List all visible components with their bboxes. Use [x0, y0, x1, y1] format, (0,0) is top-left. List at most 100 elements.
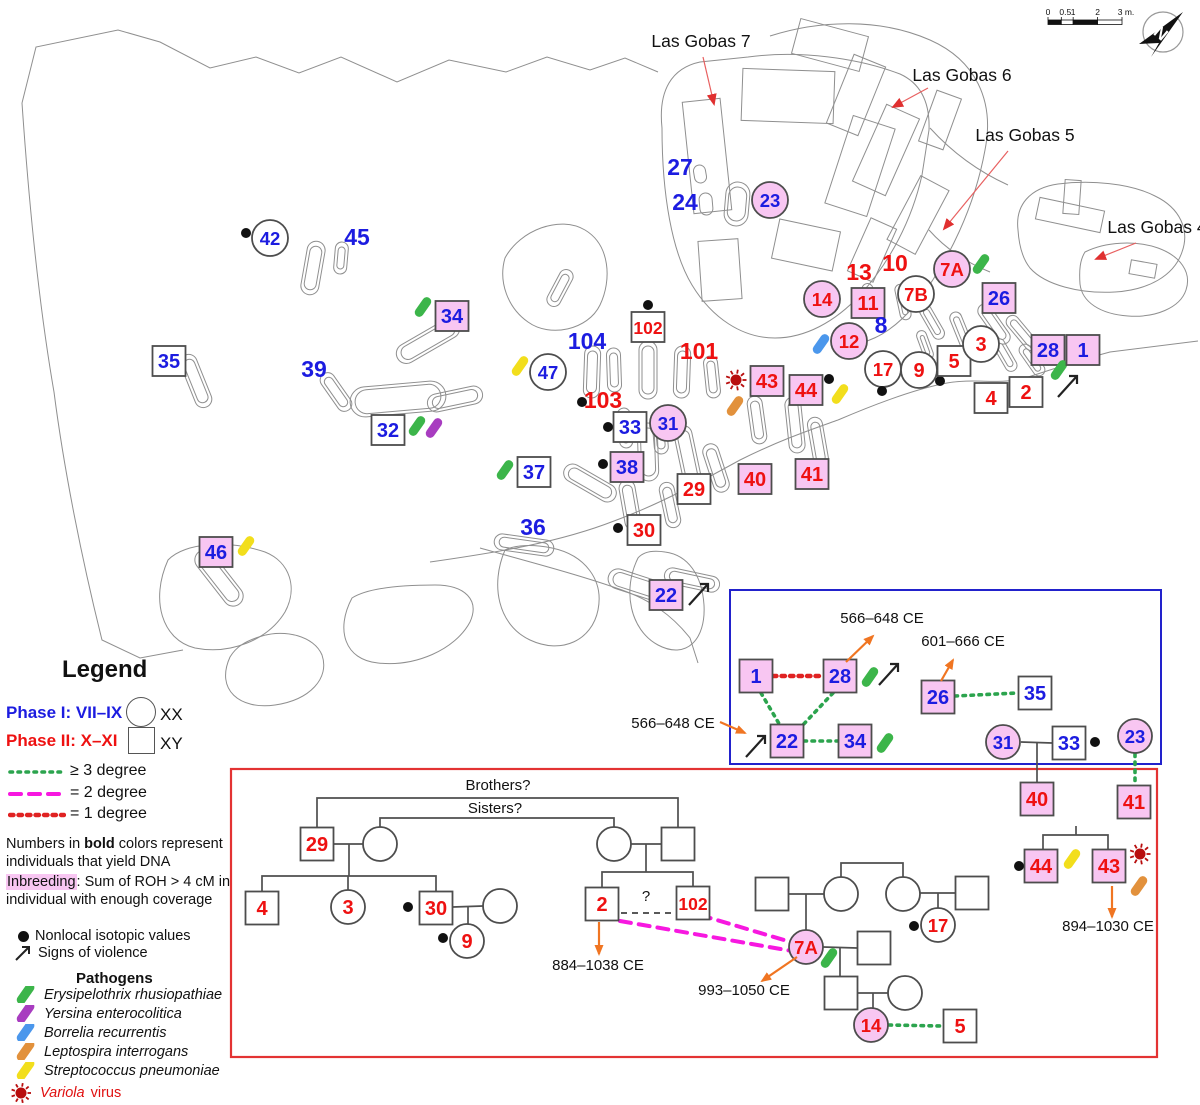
- pathogen-yellow-pill-icon: [511, 356, 529, 376]
- edge-solid: [261, 875, 437, 891]
- deg1-line-icon: [8, 812, 66, 818]
- site-label: Las Gobas 4: [1107, 217, 1200, 237]
- svg-text:41: 41: [1123, 792, 1145, 814]
- site-leader-line: [942, 150, 1009, 231]
- nonlocal-dot-icon: [1014, 861, 1024, 871]
- marker-23: 23: [751, 181, 789, 219]
- annotation-text: 566–648 CE: [631, 715, 714, 732]
- svg-text:7A: 7A: [940, 259, 964, 280]
- variola-virus-icon: [1129, 843, 1151, 865]
- violence-row: Signs of violence: [14, 944, 148, 962]
- svg-text:30: 30: [633, 520, 655, 542]
- svg-text:39: 39: [301, 356, 327, 382]
- annotation-text: Sisters?: [468, 800, 522, 817]
- svg-text:1: 1: [1077, 340, 1088, 362]
- annotation-text: 894–1030 CE: [1062, 918, 1154, 935]
- marker-2: 2: [584, 886, 620, 922]
- svg-text:1: 1: [750, 666, 761, 688]
- marker-9: 9: [438, 923, 485, 959]
- annotation-text: 993–1050 CE: [698, 982, 790, 999]
- edge-solid: [840, 862, 904, 877]
- svg-text:22: 22: [776, 731, 798, 753]
- marker-individual: [482, 888, 518, 924]
- site-leader-line: [702, 56, 717, 106]
- svg-text:28: 28: [829, 666, 851, 688]
- pathogen-green-pill-icon: [972, 254, 990, 274]
- male-square-icon: [128, 727, 155, 754]
- marker-26: 26: [920, 679, 956, 715]
- edge-deg3: [799, 691, 835, 729]
- scale-tick-label: 0.5: [1059, 7, 1071, 17]
- svg-text:29: 29: [683, 479, 705, 501]
- marker-individual: [823, 876, 859, 912]
- svg-text:31: 31: [658, 413, 679, 434]
- svg-text:102: 102: [633, 318, 662, 338]
- marker-4: 4: [973, 382, 1009, 414]
- variola-virus-icon: [11, 1082, 31, 1104]
- nonlocal-dot-icon: [1090, 737, 1100, 747]
- marker-individual: [856, 930, 892, 966]
- marker-40: 40: [737, 463, 773, 495]
- svg-text:41: 41: [801, 464, 823, 486]
- svg-text:17: 17: [928, 915, 949, 936]
- deg2-line-icon: [8, 792, 66, 796]
- svg-text:47: 47: [538, 362, 559, 383]
- svg-text:35: 35: [158, 351, 180, 373]
- annotation-text: 884–1038 CE: [552, 957, 644, 974]
- svg-text:12: 12: [839, 331, 860, 352]
- marker-22: 22: [745, 723, 805, 759]
- nonlocal-dot-icon: [613, 523, 623, 533]
- pathogen-row: Erysipelothrix rhusiopathiae: [12, 986, 222, 1003]
- nonlocal-dot-icon: [577, 397, 587, 407]
- svg-text:36: 36: [520, 514, 546, 540]
- deg1-label: = 1 degree: [70, 805, 147, 822]
- svg-text:30: 30: [425, 898, 447, 920]
- deg3-label: ≥ 3 degree: [70, 762, 147, 779]
- pathogen-orange-pill-icon: [726, 396, 744, 416]
- marker-35: 35: [1017, 675, 1053, 711]
- nonlocal-dot-icon: [598, 459, 608, 469]
- marker-33: 33: [603, 411, 648, 443]
- marker-11: 11: [850, 287, 886, 319]
- cave-outlines: [21, 17, 1199, 707]
- marker-42: 42: [241, 219, 289, 257]
- svg-text:23: 23: [1125, 726, 1146, 747]
- note-bold-colors: Numbers in bold colors represent individ…: [6, 836, 223, 870]
- svg-text:26: 26: [927, 687, 949, 709]
- legend: Legend Phase I: VII–IX XX Phase II: X–XI…: [6, 656, 256, 1105]
- marker-30: 30: [613, 514, 662, 546]
- edge-deg3: [759, 691, 783, 729]
- svg-text:7B: 7B: [904, 284, 928, 305]
- pathogen-green-pill-icon: [414, 297, 432, 317]
- svg-text:101: 101: [680, 338, 719, 364]
- violence-arrow-icon: [15, 946, 30, 961]
- nonlocal-label: Nonlocal isotopic values: [35, 928, 191, 944]
- marker-24: 24: [672, 189, 698, 215]
- marker-3: 3: [330, 889, 366, 925]
- marker-7A: 7A: [788, 929, 838, 968]
- date-arrow: [940, 658, 954, 682]
- pathogen-green-pill-icon: [408, 416, 426, 436]
- svg-text:7A: 7A: [794, 937, 818, 958]
- svg-text:103: 103: [584, 387, 622, 413]
- pathogen-yellow-pill-icon: [1063, 849, 1081, 869]
- svg-text:14: 14: [861, 1015, 882, 1036]
- marker-26: 26: [981, 282, 1017, 314]
- marker-37: 37: [496, 456, 552, 488]
- edge-solid: [1020, 741, 1053, 744]
- marker-103: 103: [577, 387, 622, 413]
- date-arrow: [845, 634, 875, 663]
- svg-text:102: 102: [678, 894, 707, 914]
- marker-38: 38: [598, 451, 645, 483]
- annotation-text: Brothers?: [465, 777, 530, 794]
- nonlocal-dot-icon: [438, 933, 448, 943]
- marker-17: 17: [909, 907, 956, 943]
- marker-43: 43: [1091, 843, 1151, 896]
- nonlocal-dot-icon: [18, 930, 29, 942]
- svg-text:43: 43: [756, 371, 778, 393]
- marker-23: 23: [1117, 718, 1153, 754]
- pathogen-green-pill-icon: [1050, 360, 1068, 380]
- svg-text:34: 34: [844, 731, 867, 753]
